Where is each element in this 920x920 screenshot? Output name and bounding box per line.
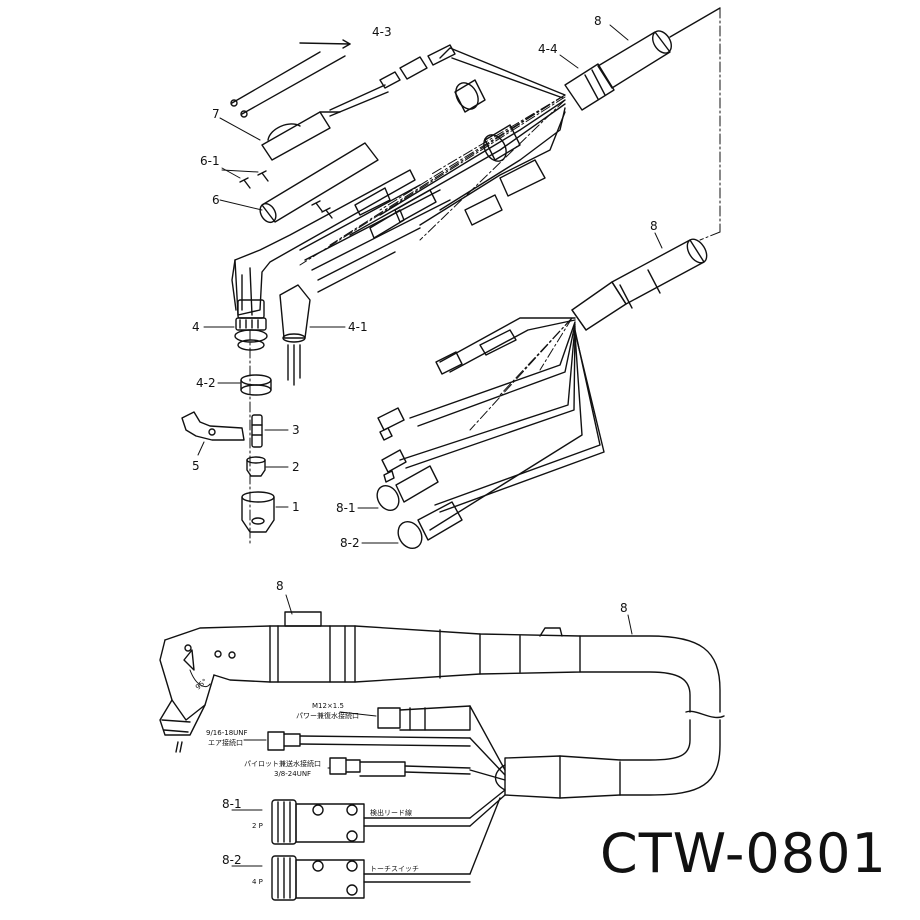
- electrode-3: [251, 414, 263, 448]
- ring-4-2: [240, 374, 272, 396]
- hose-assembly-right: [376, 238, 708, 550]
- lead-wire-label: 検出リード線: [370, 808, 412, 817]
- wrench-5: [181, 411, 245, 441]
- angle-label: 95°: [194, 677, 209, 691]
- callout-8-top-a: 8: [594, 14, 602, 28]
- callout-8-1-top: 8-1: [336, 501, 356, 515]
- callout-2: 2: [292, 460, 300, 474]
- pin-4p-label: 4 P: [252, 878, 263, 886]
- tip-2: [246, 456, 266, 477]
- hose-upper: [597, 7, 721, 89]
- screws-6-1: [239, 170, 333, 219]
- callout-5: 5: [192, 459, 200, 473]
- thread-m12-label: M12×1.5: [312, 702, 344, 710]
- pin-2p-label: 2 P: [252, 822, 263, 830]
- handle-switch-7: [261, 111, 341, 161]
- torch-head-4: [234, 299, 268, 351]
- nozzle-1: [241, 491, 275, 533]
- connector-8-1-lower: [271, 789, 506, 845]
- power-port-label: パワー兼復水接続口: [296, 711, 359, 720]
- callout-8-bottom-a: 8: [276, 579, 284, 593]
- torch-body: [231, 169, 451, 316]
- callout-3: 3: [292, 423, 300, 437]
- callout-1: 1: [292, 500, 300, 514]
- inner-hoses: [349, 47, 566, 239]
- cover-6: [259, 142, 379, 224]
- thread-38-label: 3/8-24UNF: [274, 770, 311, 778]
- callout-4-2: 4-2: [196, 376, 216, 390]
- torch-switch-label: トーチスイッチ: [370, 865, 419, 873]
- callout-6: 6: [212, 193, 220, 207]
- callout-4-1: 4-1: [348, 320, 368, 334]
- cable-part-4-3: [230, 39, 456, 118]
- hose-coupler: [564, 63, 615, 111]
- callout-8-bottom-b: 8: [620, 601, 628, 615]
- callout-4-3: 4-3: [372, 25, 392, 39]
- callout-8-2-top: 8-2: [340, 536, 360, 550]
- connector-8-2-lower: [271, 797, 501, 901]
- callout-8-1-bottom: 8-1: [222, 797, 242, 811]
- callout-6-1: 6-1: [200, 154, 220, 168]
- callout-8-2-bottom: 8-2: [222, 853, 242, 867]
- assembled-torch: [159, 611, 581, 753]
- callout-8-top-b: 8: [650, 219, 658, 233]
- pilot-port-label: パイロット兼送水接続口: [244, 759, 321, 768]
- air-port-label: エア接続口: [208, 738, 243, 747]
- u-bend-hose: [494, 635, 725, 799]
- thread-916-label: 9/16-18UNF: [206, 729, 248, 737]
- lower-fittings: [267, 705, 506, 781]
- model-number: CTW-0801: [600, 822, 887, 885]
- torch-head-4-1: [279, 284, 311, 386]
- callout-4-4: 4-4: [538, 42, 558, 56]
- callout-4: 4: [192, 320, 200, 334]
- callout-7: 7: [212, 107, 220, 121]
